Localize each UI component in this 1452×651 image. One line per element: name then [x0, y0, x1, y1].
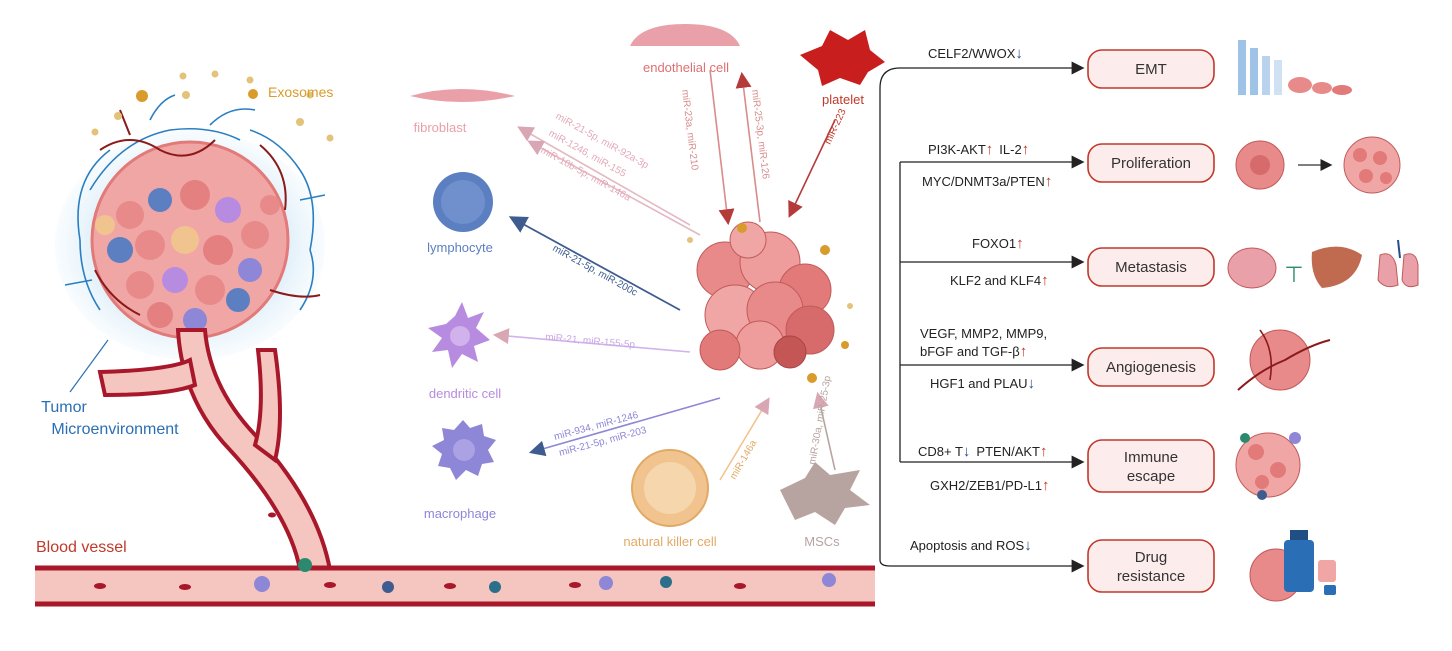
- outcome-drug-resistance: Drug resistance: [1087, 539, 1215, 593]
- endothelial-label: endothelial cell: [643, 60, 729, 75]
- vessel-cells: [94, 512, 836, 593]
- mech-drug: Apoptosis and ROS↓: [910, 537, 1032, 554]
- mech-meta-a: FOXO1↑: [972, 235, 1024, 252]
- mechanism-texts: CELF2/WWOX↓ PI3K-AKT↑IL-2↑ MYC/DNMT3a/PT…: [910, 45, 1052, 554]
- tme-cells: [95, 180, 280, 332]
- lymphocyte-mirna: miR-21-5p, miR-200c: [551, 243, 639, 299]
- endothelial-mirna-1: miR-23a, miR-210: [679, 89, 700, 171]
- mech-angio-b: HGF1 and PLAU↓: [930, 375, 1035, 392]
- lymphocyte-label: lymphocyte: [427, 240, 493, 255]
- natural-killer-cell: natural killer cell: [623, 449, 717, 549]
- tumor-microenvironment: Exosomes Tumor Microenvironment: [41, 70, 334, 438]
- outcome-angiogenesis-label: Angiogenesis: [1106, 359, 1196, 376]
- outcome-immune-label-1: Immune: [1124, 449, 1178, 466]
- blood-vessel-label: Blood vessel: [36, 539, 127, 556]
- angiogenesis-illustration: [1237, 329, 1331, 391]
- outcome-metastasis-label: Metastasis: [1115, 259, 1187, 276]
- emt-illustration: [1238, 40, 1352, 95]
- mech-immune-a: CD8+ T↓PTEN/AKT↑: [918, 443, 1048, 460]
- mech-emt: CELF2/WWOX↓: [928, 45, 1023, 62]
- platelet-mirna: miR-223: [823, 107, 849, 146]
- outcome-proliferation: Proliferation: [1087, 143, 1215, 183]
- mscs-mirna: miR-30a, miR-25-3p: [807, 375, 834, 466]
- middle-arrows: [492, 69, 836, 481]
- tme-label-line2: Microenvironment: [51, 421, 179, 438]
- outcome-drug-label-1: Drug: [1135, 549, 1168, 566]
- dendritic-cell: dendritic cell: [428, 302, 501, 401]
- outcome-immune-label-2: escape: [1127, 468, 1175, 485]
- lymphocyte: lymphocyte: [427, 172, 493, 255]
- svg-text:⊤: ⊤: [1284, 262, 1303, 287]
- fibroblast: fibroblast: [410, 89, 515, 135]
- red-vessel-network: [94, 109, 321, 316]
- dendritic-mirna: miR-21, miR-155-5p: [545, 332, 636, 351]
- proliferation-illustration: [1235, 136, 1401, 194]
- outcome-immune-escape: Immune escape: [1087, 439, 1215, 493]
- endothelial-mirna-2: miR-25-3p, miR-126: [749, 89, 771, 180]
- fibroblast-label: fibroblast: [414, 120, 467, 135]
- mech-angio-a1: VEGF, MMP2, MMP9,: [920, 326, 1047, 341]
- platelet: platelet: [800, 30, 885, 107]
- platelet-label: platelet: [822, 92, 864, 107]
- outcome-drug-label-2: resistance: [1117, 568, 1185, 585]
- tme-pointer-line: [69, 339, 109, 393]
- mech-immune-b: GXH2/ZEB1/PD-L1↑: [930, 477, 1050, 494]
- immune-escape-illustration: [1235, 432, 1301, 500]
- outcome-emt: EMT: [1087, 49, 1215, 89]
- tme-label-line1: Tumor: [41, 399, 87, 416]
- drug-resistance-illustration: [1249, 530, 1336, 602]
- metastasis-illustration: ⊤: [1227, 239, 1419, 289]
- mscs-label: MSCs: [804, 534, 840, 549]
- outcome-emt-label: EMT: [1135, 61, 1167, 78]
- outcome-metastasis: Metastasis: [1087, 247, 1215, 287]
- mech-meta-b: KLF2 and KLF4↑: [950, 272, 1049, 289]
- central-tumor: [687, 221, 853, 383]
- dendritic-label: dendritic cell: [429, 386, 501, 401]
- blood-vessel: Blood vessel: [35, 328, 875, 607]
- nk-label: natural killer cell: [623, 534, 716, 549]
- mech-prolif-a: PI3K-AKT↑IL-2↑: [928, 141, 1029, 158]
- exosome-dots: [91, 70, 334, 142]
- right-connectors: [879, 61, 1085, 573]
- endothelial-cell: endothelial cell: [630, 24, 740, 75]
- blue-vessel-network: [64, 94, 326, 311]
- mscs: MSCs: [780, 462, 870, 549]
- outcome-angiogenesis: Angiogenesis: [1087, 347, 1215, 387]
- mech-prolif-b: MYC/DNMT3a/PTEN↑: [922, 173, 1052, 190]
- macrophage: macrophage: [424, 420, 496, 521]
- outcome-proliferation-label: Proliferation: [1111, 155, 1191, 172]
- exosomes-label: Exosomes: [268, 84, 333, 100]
- macrophage-label: macrophage: [424, 506, 496, 521]
- mech-angio-a2: bFGF and TGF-β↑: [920, 343, 1027, 360]
